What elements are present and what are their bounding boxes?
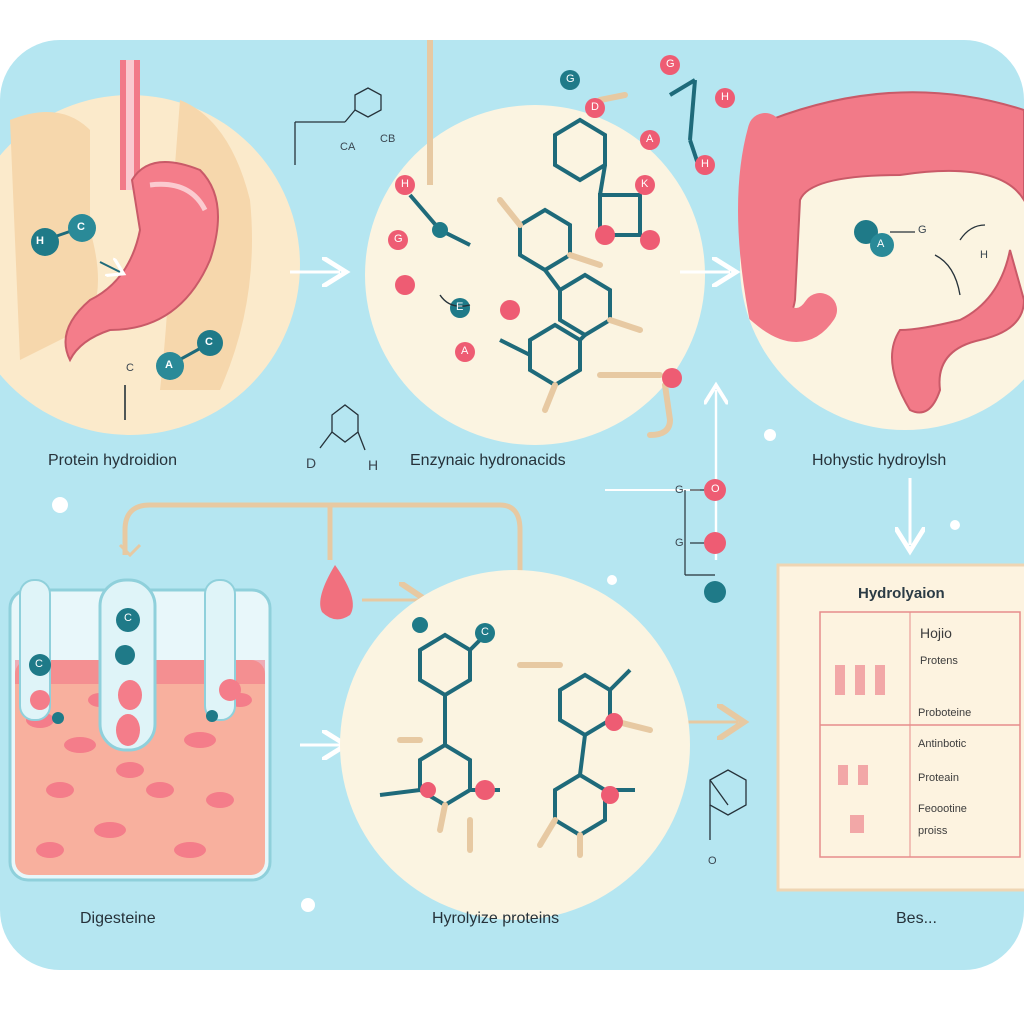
atom-label: D xyxy=(306,455,317,471)
sparkle-decor xyxy=(52,429,960,912)
result-item: Feoootine xyxy=(918,803,967,815)
result-item: Hojio xyxy=(920,625,952,641)
enzymatic-scene xyxy=(365,40,735,445)
bracket-connector xyxy=(122,502,523,610)
caption-digestion: Digesteine xyxy=(80,910,156,927)
atom-label: H xyxy=(401,178,409,190)
atom-label: H xyxy=(980,249,988,261)
caption-hydrolyze: Hyrolyize proteins xyxy=(432,910,560,927)
caption-intestine: Hohystic hydroylsh xyxy=(812,452,947,469)
result-item: Proboteine xyxy=(918,707,972,719)
atom-label: O xyxy=(708,855,717,867)
atom-label: O xyxy=(711,483,720,495)
atom-label: C xyxy=(35,658,43,670)
atom-label: A xyxy=(165,359,173,371)
atom-label: G xyxy=(675,537,684,549)
atom-label: H xyxy=(368,457,379,473)
atom-label: CA xyxy=(340,141,356,153)
atom-label: A xyxy=(461,345,469,357)
atom-label: G xyxy=(394,233,403,245)
atom-label: E xyxy=(456,301,464,313)
result-panel-title: Hydrolyaion xyxy=(858,585,945,602)
caption-result: Bes... xyxy=(896,910,937,927)
atom-label: D xyxy=(591,101,599,113)
atom-label: A xyxy=(646,133,654,145)
atom-label: CB xyxy=(380,133,396,145)
atom-label: C xyxy=(124,612,132,624)
digestion-beaker xyxy=(8,578,272,882)
atom-label: A xyxy=(877,238,885,250)
caption-enzymatic: Enzynaic hydronacids xyxy=(410,452,566,469)
atom-label: H xyxy=(36,235,44,247)
intestine-scene xyxy=(738,91,1024,430)
atom-label: C xyxy=(77,221,85,233)
enzyme-drop-icon xyxy=(320,565,353,620)
decor-hexagon-mid xyxy=(319,404,366,451)
result-panel xyxy=(776,563,1024,892)
side-atom-chain xyxy=(605,479,726,603)
hydrolyze-scene xyxy=(340,570,690,920)
atom-label: H xyxy=(701,158,709,170)
atom-label: C xyxy=(481,626,489,638)
atom-label: G xyxy=(666,58,675,70)
result-item: Antinbotic xyxy=(918,738,967,750)
result-item: proiss xyxy=(918,825,948,837)
decor-hexagon-bottom xyxy=(709,769,747,840)
atom-label: C xyxy=(126,362,134,374)
caption-stomach: Protein hydroidion xyxy=(48,452,177,469)
atom-label: K xyxy=(641,178,649,190)
atom-label: G xyxy=(566,73,575,85)
decor-hexagon-top xyxy=(294,87,382,165)
atom-label: C xyxy=(205,336,213,348)
atom-label: H xyxy=(721,91,729,103)
atom-label: G xyxy=(918,224,927,236)
result-item: Proteain xyxy=(918,772,959,784)
atom-label: G xyxy=(675,484,684,496)
result-item: Protens xyxy=(920,655,958,667)
stomach-scene xyxy=(0,60,300,435)
